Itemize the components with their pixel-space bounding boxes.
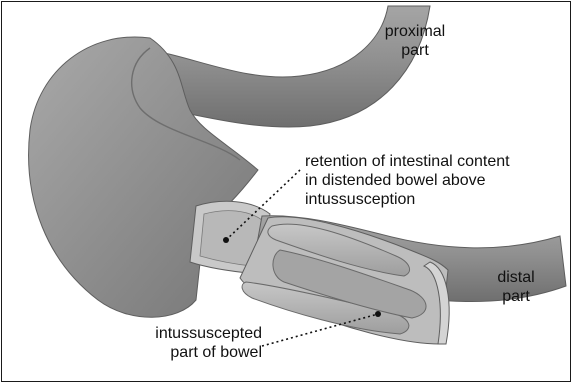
label-distal-part: distal part — [486, 268, 546, 306]
retention-leader-dot — [223, 237, 229, 243]
intussuscepted-leader-dot — [375, 311, 381, 317]
label-intussuscepted-part: intussuscepted part of bowel — [92, 324, 262, 362]
label-proximal-part: proximal part — [375, 22, 455, 60]
label-retention: retention of intestinal content in diste… — [305, 152, 565, 209]
